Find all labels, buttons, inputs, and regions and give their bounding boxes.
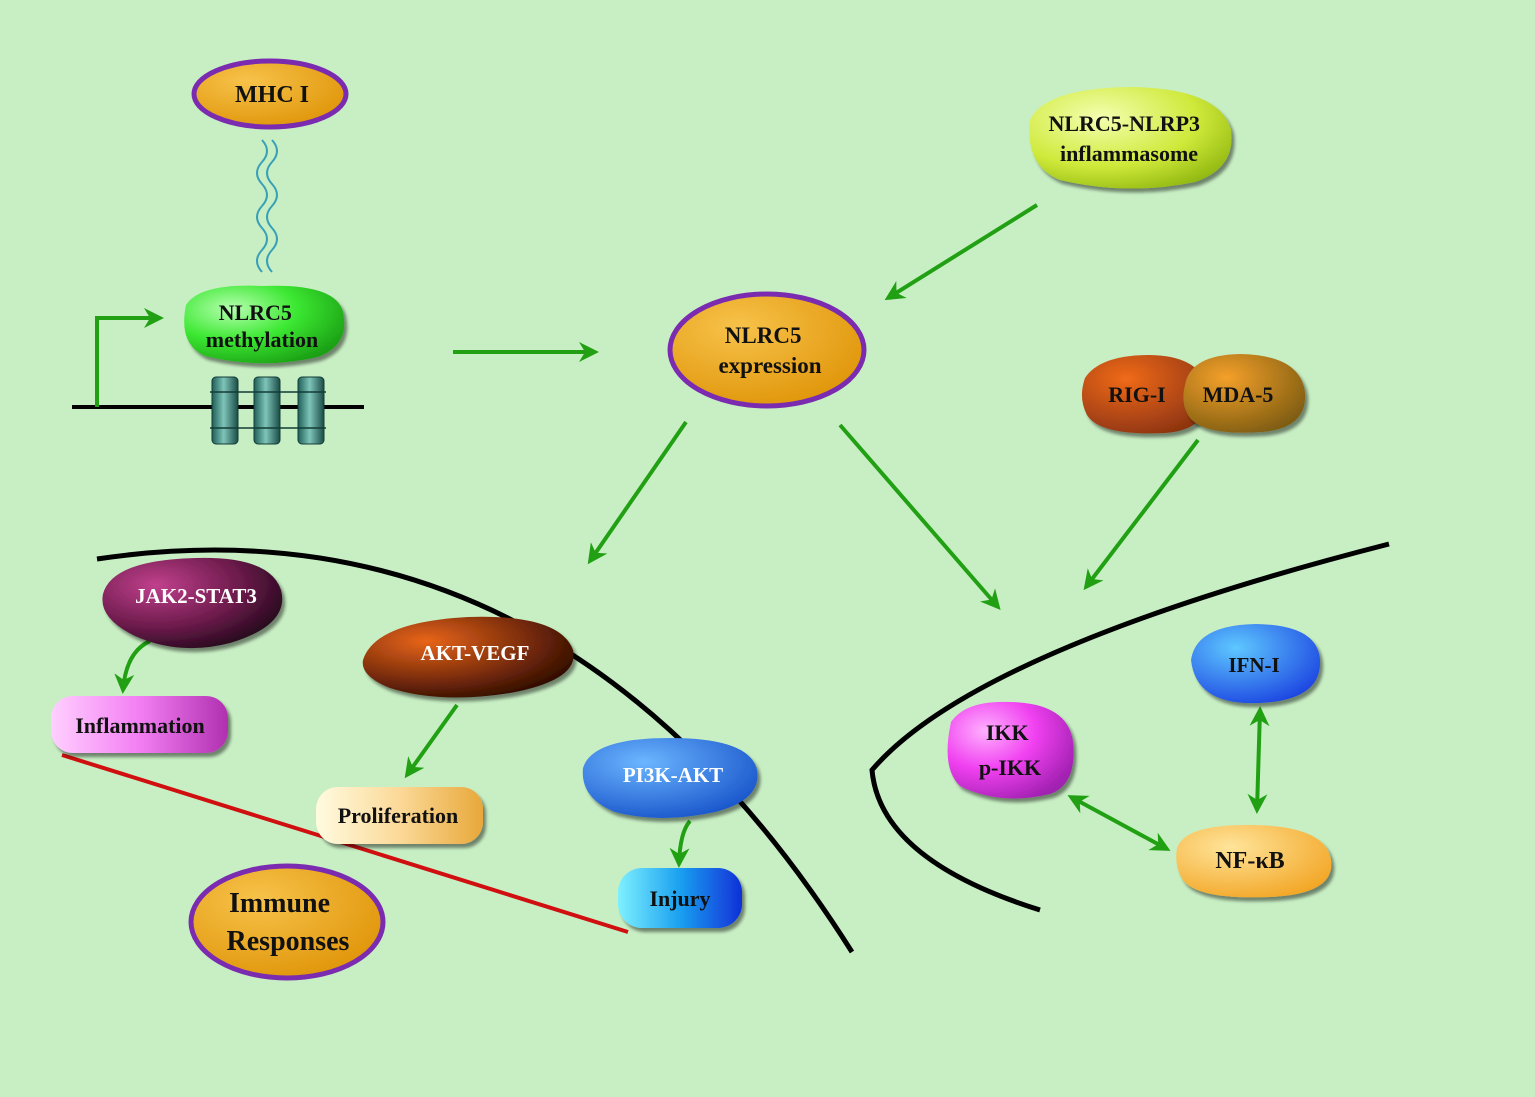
- nlrc5-expression-node: NLRC5 expression: [667, 291, 867, 409]
- inflammation-label: Inflammation: [75, 713, 205, 738]
- arrow-akt-to-proliferation: [404, 703, 459, 779]
- arrow-jak2-to-inflammation: [114, 639, 151, 694]
- mhc-binding-squiggle: [256, 139, 278, 273]
- arrow-expression-to-left-cell: [587, 420, 688, 565]
- ikk-node: IKK p-IKK: [947, 701, 1074, 799]
- arrow-inflammasome-to-expression: [884, 203, 1039, 301]
- inflammasome-node: NLRC5-NLRP3 inflammasome: [1029, 87, 1232, 189]
- nfkb-node: NF-κB: [1176, 824, 1332, 898]
- inflammasome-label: NLRC5-NLRP3 inflammasome: [1048, 111, 1205, 166]
- injury-label: Injury: [649, 886, 710, 911]
- right-cell-membrane: [869, 541, 1390, 913]
- mhc-node: MHC I: [191, 58, 349, 130]
- proliferation-node: Proliferation: [316, 787, 483, 844]
- arrow-expression-to-right-cell: [838, 423, 1001, 611]
- rig-i-node: RIG-I: [1081, 355, 1208, 434]
- nlrc5-methylation-node: NLRC5 methylation: [184, 285, 345, 364]
- immune-responses-node: Immune Responses: [188, 863, 386, 981]
- ifn-i-node: IFN-I: [1191, 624, 1321, 704]
- arrow-pi3k-to-injury: [669, 819, 692, 868]
- jak2-stat3-node: JAK2-STAT3: [102, 557, 283, 649]
- arrow-rig-to-right-cell: [1083, 438, 1200, 591]
- nlrc5-methylation-label: NLRC5 methylation: [206, 300, 318, 352]
- nlrc5-expression-label: NLRC5 expression: [718, 323, 821, 378]
- arrow-ifn-nfkb: [1247, 706, 1270, 814]
- akt-vegf-label: AKT-VEGF: [421, 641, 530, 665]
- pi3k-akt-node: PI3K-AKT: [582, 738, 758, 818]
- proliferation-label: Proliferation: [338, 803, 459, 828]
- arrows: [114, 203, 1270, 868]
- nfkb-label: NF-κB: [1215, 848, 1284, 874]
- mda-5-label: MDA-5: [1203, 382, 1274, 407]
- injury-node: Injury: [618, 868, 742, 928]
- immune-responses-label: Immune Responses: [227, 888, 350, 957]
- inflammation-node: Inflammation: [51, 696, 228, 753]
- pi3k-akt-label: PI3K-AKT: [623, 763, 723, 787]
- jak2-stat3-label: JAK2-STAT3: [135, 584, 257, 608]
- akt-vegf-node: AKT-VEGF: [362, 616, 574, 698]
- arrow-ikk-nfkb: [1067, 795, 1171, 851]
- ifn-i-label: IFN-I: [1228, 653, 1279, 677]
- mhc-label: MHC I: [235, 82, 309, 108]
- nucleosome-cylinders: [210, 376, 326, 445]
- mda-5-node: MDA-5: [1183, 354, 1306, 433]
- ikk-label: IKK p-IKK: [979, 720, 1041, 780]
- promoter-arrow: [95, 308, 164, 407]
- rig-i-label: RIG-I: [1108, 382, 1165, 407]
